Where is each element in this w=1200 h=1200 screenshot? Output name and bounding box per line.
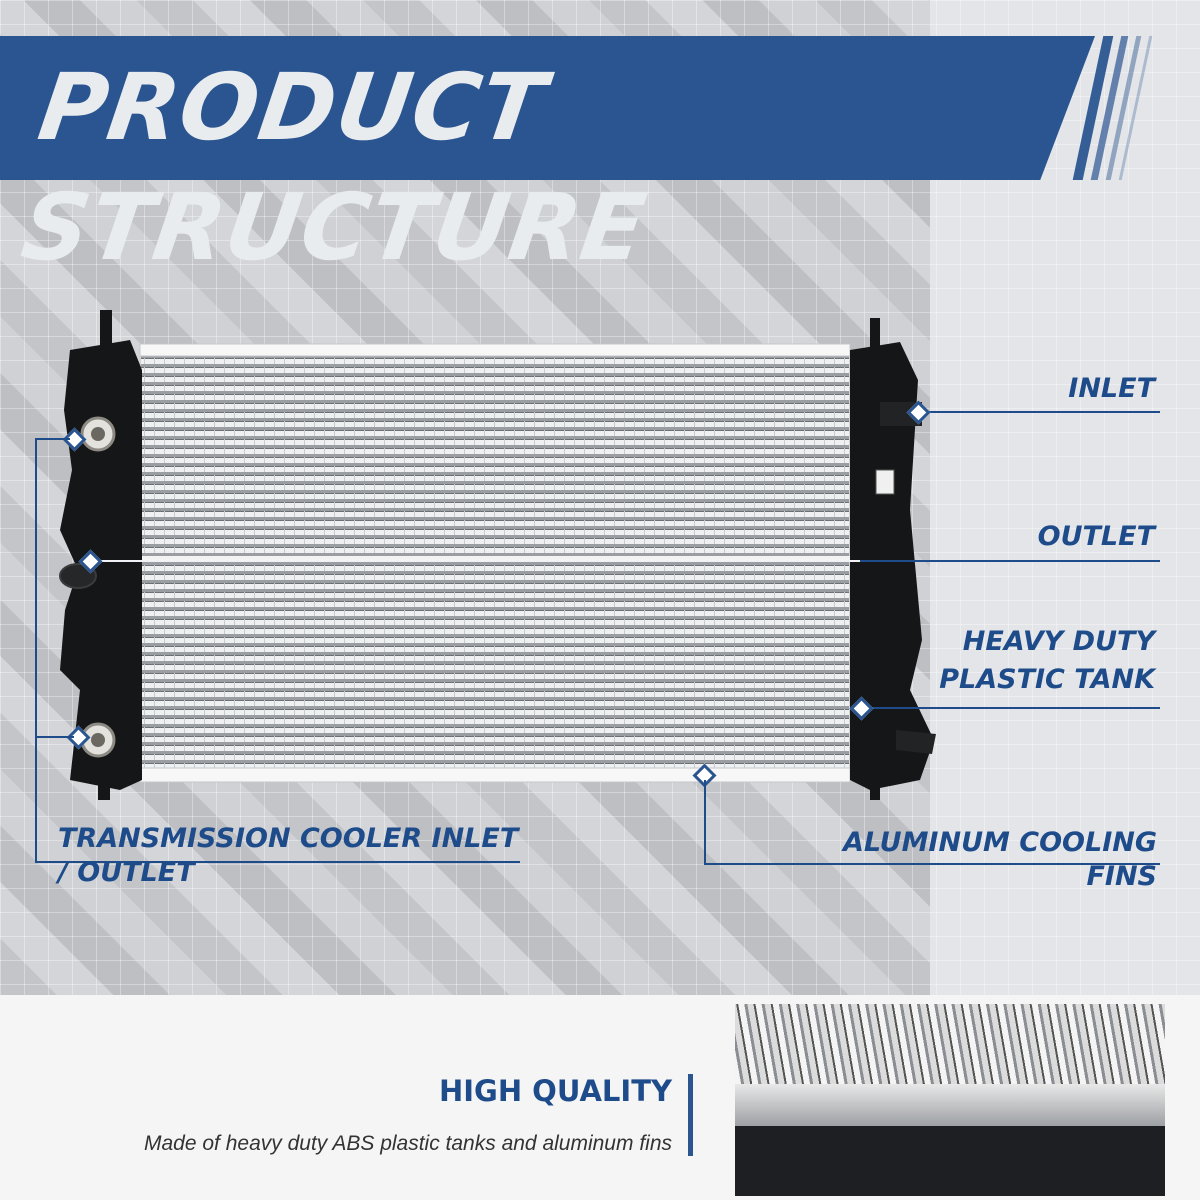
quality-title: HIGH QUALITY — [438, 1074, 672, 1108]
plastic-tank-label-line2: PLASTIC TANK — [939, 664, 1155, 695]
radiator-image — [59, 310, 936, 800]
outlet-leader-line-accent — [860, 560, 1160, 562]
inlet-leader-line — [920, 411, 1160, 413]
outlet-leader-line — [96, 560, 1160, 562]
fins-closeup-image — [735, 1004, 1165, 1196]
inlet-label: INLET — [1068, 373, 1155, 404]
transmission-cooler-label: TRANSMISSION COOLER INLET / OUTLET — [58, 823, 519, 888]
cooling-fins-label: ALUMINUM COOLING FINS — [843, 827, 1157, 892]
transmission-leader-bottom — [36, 736, 74, 738]
cooling-fins-leader-vertical — [704, 780, 706, 865]
cooling-fins-leader-horizontal — [704, 863, 1160, 865]
plastic-tank-leader-line — [866, 707, 1160, 709]
transmission-leader-vertical — [35, 438, 37, 863]
outlet-label: OUTLET — [1037, 521, 1155, 552]
title-banner — [0, 36, 1095, 180]
page-title: PRODUCT STRUCTURE — [15, 54, 653, 281]
plastic-tank-label-line1: HEAVY DUTY — [962, 626, 1155, 657]
quality-description: Made of heavy duty ABS plastic tanks and… — [144, 1132, 672, 1155]
transmission-leader-top — [36, 438, 70, 440]
quality-accent-bar — [688, 1074, 693, 1156]
fins-closeup-fins — [735, 1004, 1165, 1084]
transmission-leader-base — [35, 861, 520, 863]
fins-closeup-rail — [735, 1084, 1165, 1126]
